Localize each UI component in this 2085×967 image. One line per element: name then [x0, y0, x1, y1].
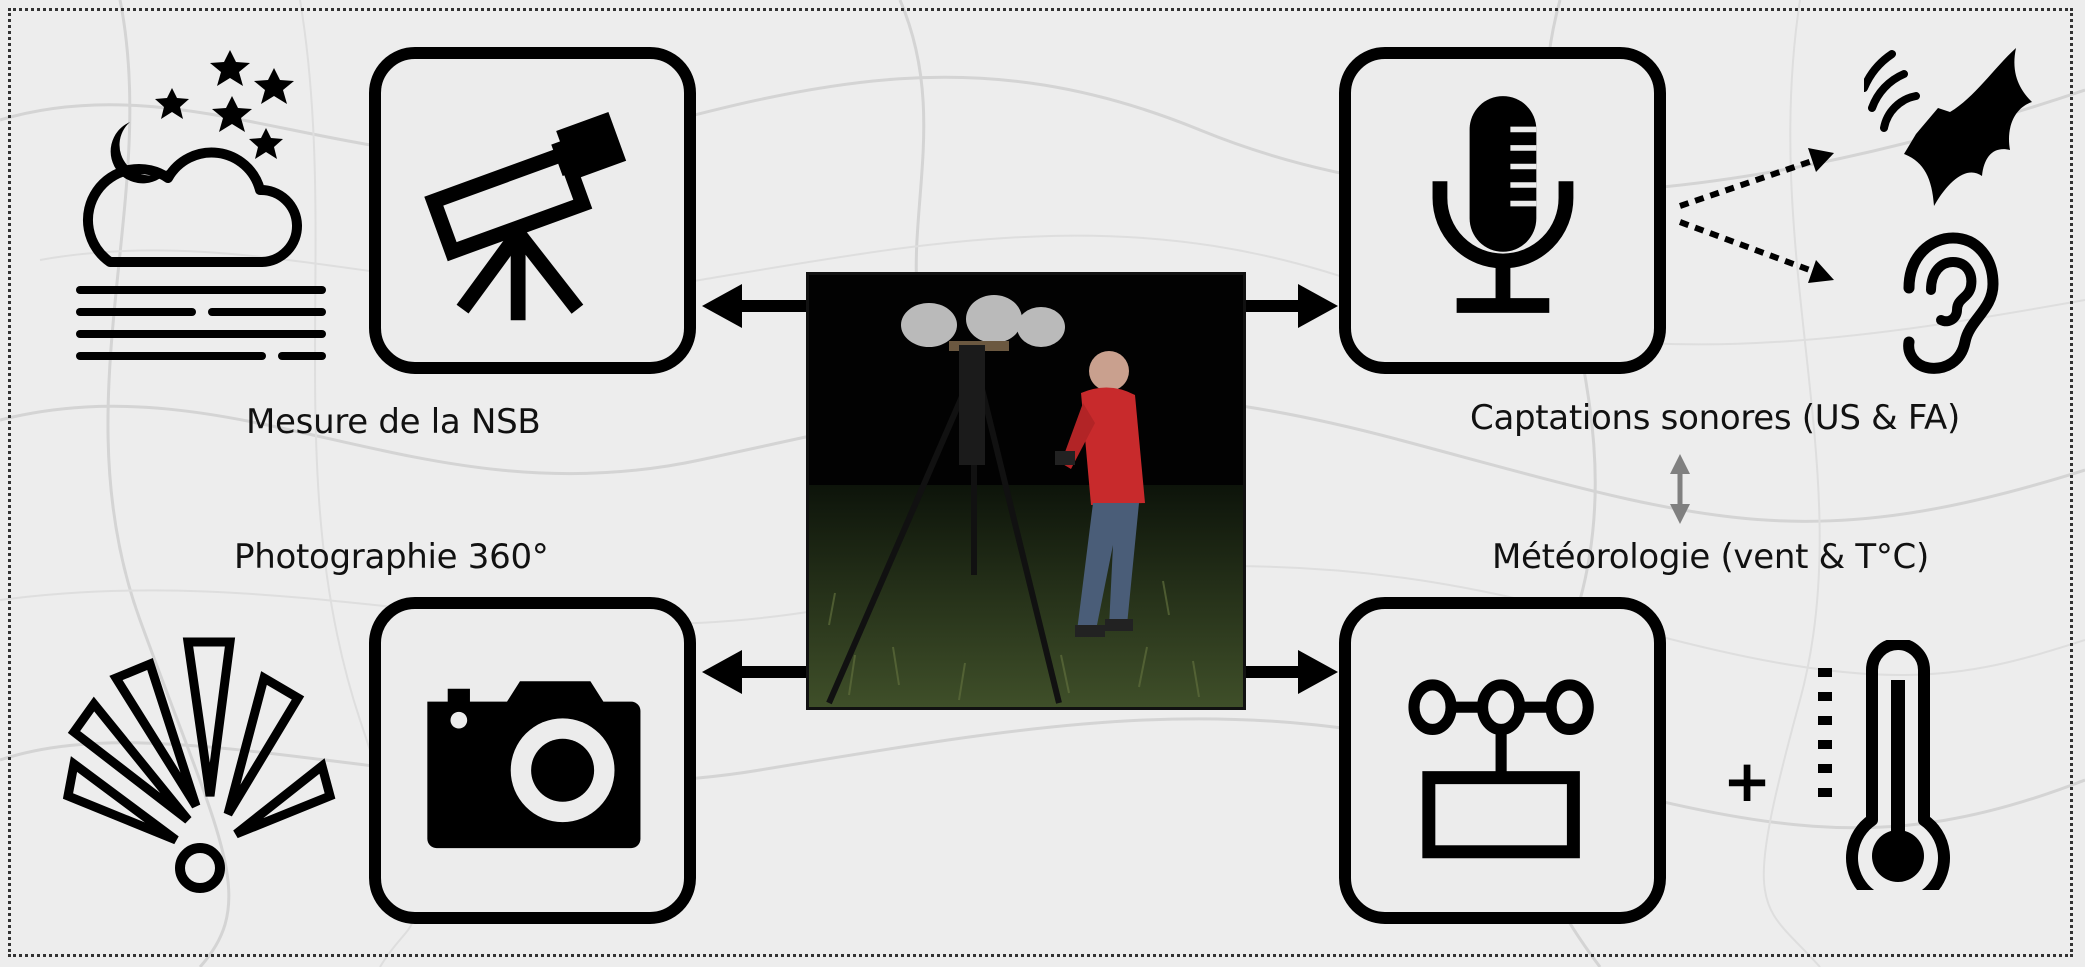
dotted-arrowhead-bat [1808, 148, 1834, 172]
dotted-arrow-to-ear [1680, 222, 1815, 272]
dotted-arrow-to-bat [1680, 160, 1815, 206]
dotted-arrowhead-ear [1808, 260, 1834, 283]
double-arrow-sound-meteo [1670, 454, 1690, 524]
field-photo [806, 272, 1246, 710]
arrowhead-microphone [1298, 284, 1338, 328]
arrowhead-telescope [702, 284, 742, 328]
arrowhead-anemometer [1298, 650, 1338, 694]
arrowhead-camera [702, 650, 742, 694]
